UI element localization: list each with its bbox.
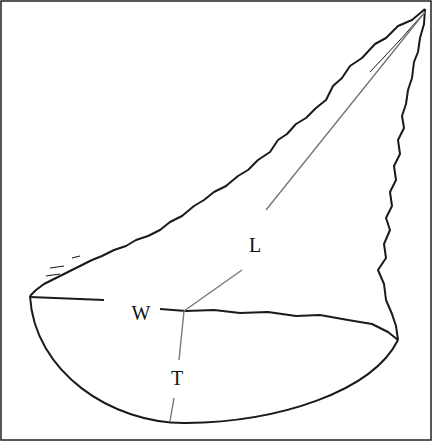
dimension-label: W — [130, 302, 153, 324]
cervical-line-right — [160, 309, 398, 340]
dimension-label: T — [169, 367, 185, 389]
cervical-line-left — [30, 297, 104, 300]
crown-inner-edge — [370, 14, 423, 72]
crown-left-edge — [30, 9, 425, 296]
root-outline — [30, 296, 398, 423]
thickness-line — [170, 311, 184, 421]
dimension-label: L — [247, 234, 263, 256]
edge-fragments — [46, 256, 80, 276]
crown-right-edge — [378, 9, 425, 340]
length-line — [184, 12, 425, 311]
